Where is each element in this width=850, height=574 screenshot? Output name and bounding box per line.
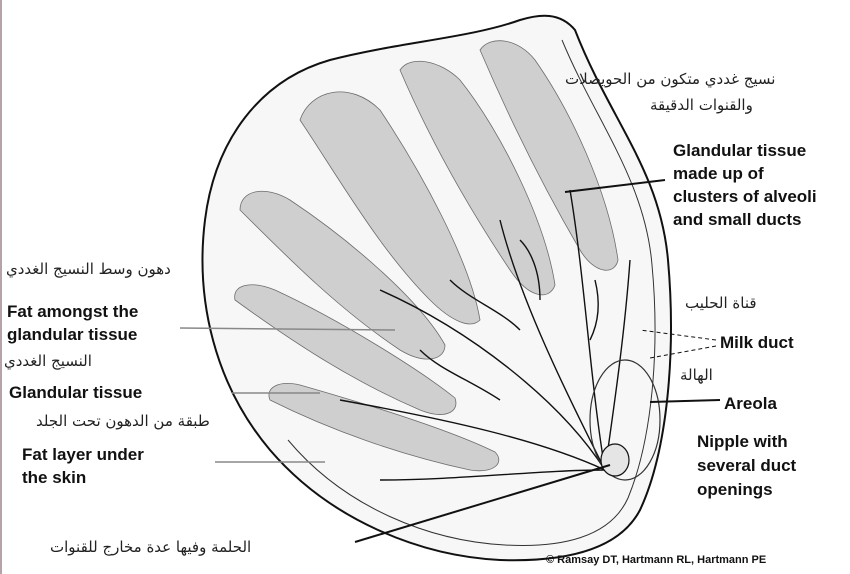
label-fat-amongst-ar: دهون وسط النسيج الغددي xyxy=(6,262,171,278)
copyright-text: © Ramsay DT, Hartmann RL, Hartmann PE xyxy=(546,555,766,567)
label-fat-layer-en-line2: the skin xyxy=(22,469,86,487)
label-glandular-alveoli-ar-line2: والقنوات الدقيقة xyxy=(650,98,753,114)
label-nipple-en-line3: openings xyxy=(697,481,773,499)
label-milk-duct-ar: قناة الحليب xyxy=(685,296,757,312)
label-glandular-alveoli-ar-line1: نسيج غددي متكون من الحويصلات xyxy=(565,72,775,88)
label-glandular-alveoli-en-line3: clusters of alveoli xyxy=(673,188,817,206)
label-nipple-ar: الحلمة وفيها عدة مخارج للقنوات xyxy=(50,540,251,556)
label-nipple-en-line1: Nipple with xyxy=(697,433,788,451)
label-fat-layer-en-line1: Fat layer under xyxy=(22,446,144,464)
label-fat-layer-ar: طبقة من الدهون تحت الجلد xyxy=(36,414,210,430)
label-fat-amongst-en-line1: Fat amongst the xyxy=(7,303,138,321)
label-glandular-alveoli-en-line4: and small ducts xyxy=(673,211,801,229)
label-areola-ar: الهالة xyxy=(680,368,713,384)
label-glandular-alveoli-en-line1: Glandular tissue xyxy=(673,142,806,160)
label-glandular-en: Glandular tissue xyxy=(9,384,142,402)
label-areola-en: Areola xyxy=(724,395,777,413)
label-fat-amongst-en-line2: glandular tissue xyxy=(7,326,137,344)
label-milk-duct-en: Milk duct xyxy=(720,334,794,352)
nipple-shape xyxy=(601,444,629,476)
label-nipple-en-line2: several duct xyxy=(697,457,796,475)
label-glandular-alveoli-en-line2: made up of xyxy=(673,165,764,183)
label-glandular-ar: النسيج الغددي xyxy=(4,354,92,370)
